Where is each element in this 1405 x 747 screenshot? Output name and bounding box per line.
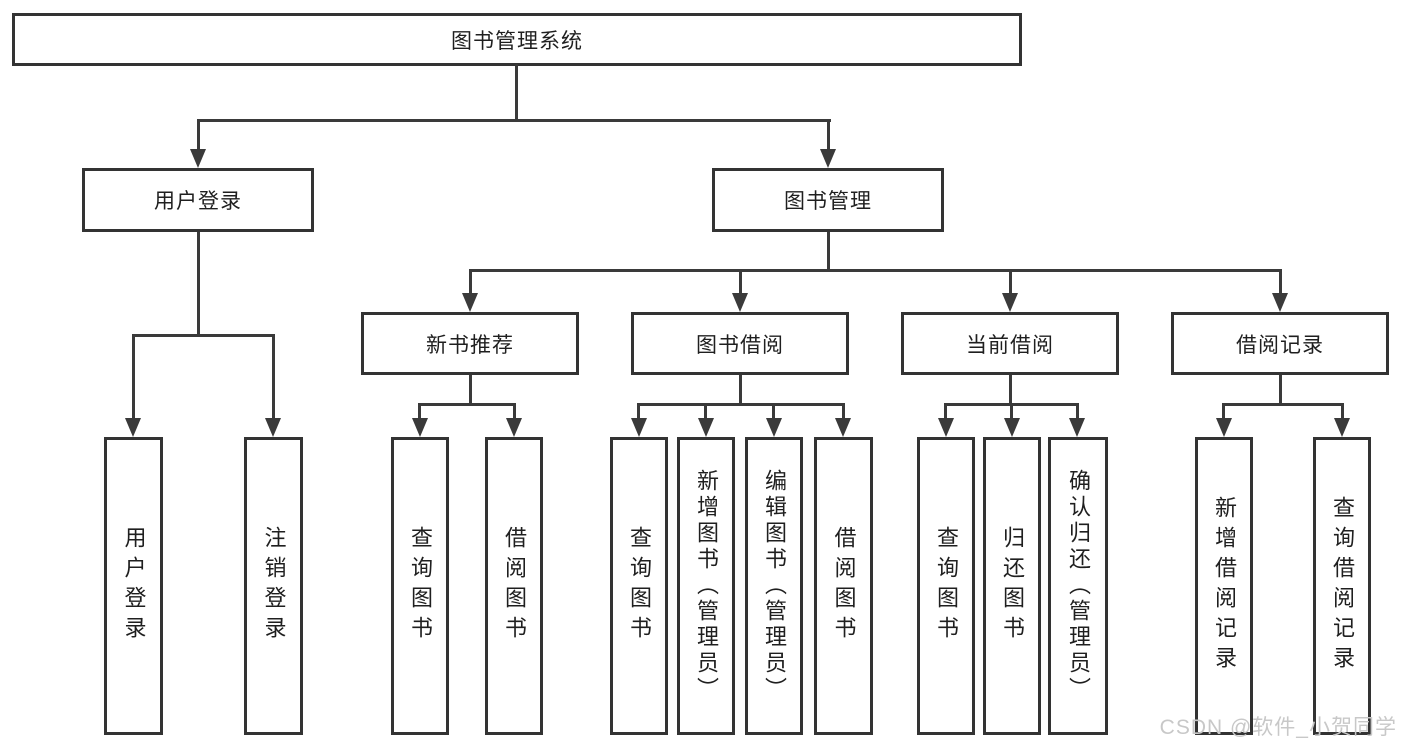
node-root-label: 图书管理系统 — [451, 29, 583, 53]
leaf-borrow-edit-admin-label: 编辑图书（管理员） — [762, 469, 787, 703]
leaf-borrow-borrow: 借阅图书 — [814, 437, 873, 735]
leaf-logout: 注销登录 — [244, 437, 303, 735]
leaf-record-add: 新增借阅记录 — [1195, 437, 1253, 735]
connector-record-hline — [1222, 403, 1344, 406]
node-root: 图书管理系统 — [12, 13, 1022, 66]
connector-login-stub2 — [272, 334, 275, 420]
connector-current-stub2 — [1010, 403, 1013, 421]
connector-login-stub1 — [132, 334, 135, 420]
leaf-record-query: 查询借阅记录 — [1313, 437, 1371, 735]
arrowhead-current-borrow — [1002, 293, 1018, 312]
arrowhead-current-leaf3 — [1069, 418, 1085, 437]
connector-root-vline — [515, 64, 518, 121]
arrowhead-current-leaf1 — [938, 418, 954, 437]
leaf-borrow-query: 查询图书 — [610, 437, 668, 735]
connector-record-vline — [1279, 375, 1282, 406]
connector-newbook-stub1 — [418, 403, 421, 421]
node-user-login-label: 用户登录 — [154, 190, 242, 213]
node-book-borrow: 图书借阅 — [631, 312, 849, 375]
arrowhead-borrow-record — [1272, 293, 1288, 312]
arrowhead-newbook-leaf1 — [412, 418, 428, 437]
connector-borrow-stub3 — [772, 403, 775, 421]
connector-root-left-stub — [197, 119, 200, 153]
arrowhead-newbook-leaf2 — [506, 418, 522, 437]
node-book-borrow-label: 图书借阅 — [696, 333, 784, 357]
arrowhead-book-borrow — [732, 293, 748, 312]
connector-current-stub1 — [944, 403, 947, 421]
leaf-current-query: 查询图书 — [917, 437, 975, 735]
leaf-borrow-query-label: 查询图书 — [627, 526, 652, 646]
csdn-watermark: CSDN @软件_小贺同学 — [1159, 716, 1397, 739]
connector-root-hline — [197, 119, 831, 122]
node-new-book-label: 新书推荐 — [426, 333, 514, 357]
connector-newbook-stub2 — [513, 403, 516, 421]
leaf-borrow-add-admin-label: 新增图书（管理员） — [694, 469, 719, 703]
leaf-current-confirm-admin: 确认归还（管理员） — [1048, 437, 1108, 735]
arrowhead-borrow-leaf1 — [631, 418, 647, 437]
leaf-borrow-borrow-label: 借阅图书 — [831, 526, 857, 646]
connector-borrow-hline — [637, 403, 845, 406]
arrowhead-new-book — [462, 293, 478, 312]
node-new-book: 新书推荐 — [361, 312, 579, 375]
leaf-current-query-label: 查询图书 — [934, 526, 959, 646]
leaf-user-login: 用户登录 — [104, 437, 163, 735]
leaf-newbook-borrow: 借阅图书 — [485, 437, 543, 735]
arrowhead-login-leaf2 — [265, 418, 281, 437]
node-current-borrow: 当前借阅 — [901, 312, 1119, 375]
leaf-user-login-label: 用户登录 — [121, 526, 147, 646]
leaf-newbook-borrow-label: 借阅图书 — [502, 526, 527, 646]
leaf-newbook-query: 查询图书 — [391, 437, 449, 735]
arrowhead-borrow-leaf2 — [698, 418, 714, 437]
leaf-borrow-add-admin: 新增图书（管理员） — [677, 437, 735, 735]
node-current-borrow-label: 当前借阅 — [966, 333, 1054, 357]
leaf-newbook-query-label: 查询图书 — [408, 526, 433, 646]
connector-login-vline — [197, 232, 200, 337]
node-book-mgmt: 图书管理 — [712, 168, 944, 232]
node-book-mgmt-label: 图书管理 — [784, 190, 872, 213]
node-user-login: 用户登录 — [82, 168, 314, 232]
leaf-current-confirm-admin-label: 确认归还（管理员） — [1066, 469, 1091, 703]
arrowhead-record-leaf2 — [1334, 418, 1350, 437]
connector-login-hline — [132, 334, 275, 337]
leaf-current-return-label: 归还图书 — [1000, 526, 1025, 646]
connector-mgmt-stub3 — [1009, 269, 1012, 296]
connector-mgmt-stub1 — [469, 269, 472, 296]
arrowhead-record-leaf1 — [1216, 418, 1232, 437]
connector-record-stub1 — [1222, 403, 1225, 421]
leaf-borrow-edit-admin: 编辑图书（管理员） — [745, 437, 803, 735]
connector-mgmt-hline — [469, 269, 1282, 272]
connector-borrow-stub1 — [637, 403, 640, 421]
connector-mgmt-vline — [827, 232, 830, 271]
arrowhead-borrow-leaf4 — [835, 418, 851, 437]
connector-mgmt-stub2 — [739, 269, 742, 296]
node-borrow-record-label: 借阅记录 — [1236, 333, 1324, 357]
arrowhead-current-leaf2 — [1004, 418, 1020, 437]
connector-root-right-stub — [827, 119, 830, 153]
leaf-logout-label: 注销登录 — [261, 526, 287, 646]
connector-newbook-hline — [418, 403, 516, 406]
connector-newbook-vline — [469, 375, 472, 406]
node-borrow-record: 借阅记录 — [1171, 312, 1389, 375]
leaf-current-return: 归还图书 — [983, 437, 1041, 735]
connector-borrow-stub2 — [704, 403, 707, 421]
connector-mgmt-stub4 — [1279, 269, 1282, 296]
connector-record-stub2 — [1341, 403, 1344, 421]
connector-borrow-vline — [739, 375, 742, 406]
leaf-record-query-label: 查询借阅记录 — [1330, 496, 1355, 676]
connector-current-stub3 — [1076, 403, 1079, 421]
connector-borrow-stub4 — [842, 403, 845, 421]
arrowhead-book-mgmt — [820, 149, 836, 168]
arrowhead-login-leaf1 — [125, 418, 141, 437]
arrowhead-user-login — [190, 149, 206, 168]
arrowhead-borrow-leaf3 — [766, 418, 782, 437]
connector-current-vline — [1009, 375, 1012, 406]
leaf-record-add-label: 新增借阅记录 — [1212, 496, 1237, 676]
